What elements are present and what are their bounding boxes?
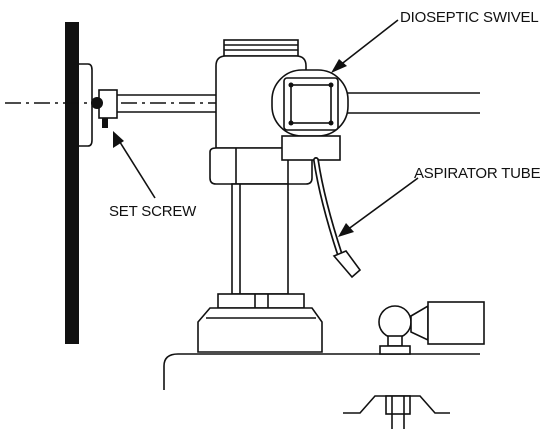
- clamp-bracket: [79, 63, 93, 147]
- clamp-pin: [91, 97, 103, 109]
- base-collar: [217, 293, 305, 309]
- aspirator-tube-inner: [314, 158, 342, 257]
- connector-arm: [427, 301, 485, 345]
- machine-top-surface: [163, 353, 480, 390]
- connector-ball: [378, 305, 412, 339]
- set-screw-arrow: [113, 131, 156, 199]
- set-screw: [102, 118, 108, 128]
- swivel-bolt-1: [288, 82, 294, 88]
- swivel-bolt-3: [288, 120, 294, 126]
- dioseptic-swivel-label: DIOSEPTIC SWIVEL: [400, 9, 539, 26]
- column-lower: [231, 183, 289, 295]
- swivel-plate-inner: [290, 84, 332, 124]
- aspirator-tube-arrow: [338, 177, 419, 237]
- swivel-bolt-4: [328, 120, 334, 126]
- connector-foot: [379, 345, 411, 355]
- base-mount: [197, 307, 323, 353]
- connector-coupling: [410, 304, 429, 342]
- swivel-plate: [283, 77, 339, 131]
- lower-fitting-stem: [385, 395, 411, 415]
- swivel-lower-block: [281, 135, 341, 161]
- set-screw-label: SET SCREW: [109, 203, 197, 220]
- aspirator-tip: [332, 250, 362, 279]
- mounting-post: [65, 22, 79, 344]
- column-top-cap: [223, 39, 299, 57]
- aspirator-tube-label: ASPIRATOR TUBE: [414, 165, 541, 182]
- swivel-bolt-2: [328, 82, 334, 88]
- connector-stem: [387, 335, 403, 347]
- dioseptic-swivel-arrow: [331, 19, 399, 73]
